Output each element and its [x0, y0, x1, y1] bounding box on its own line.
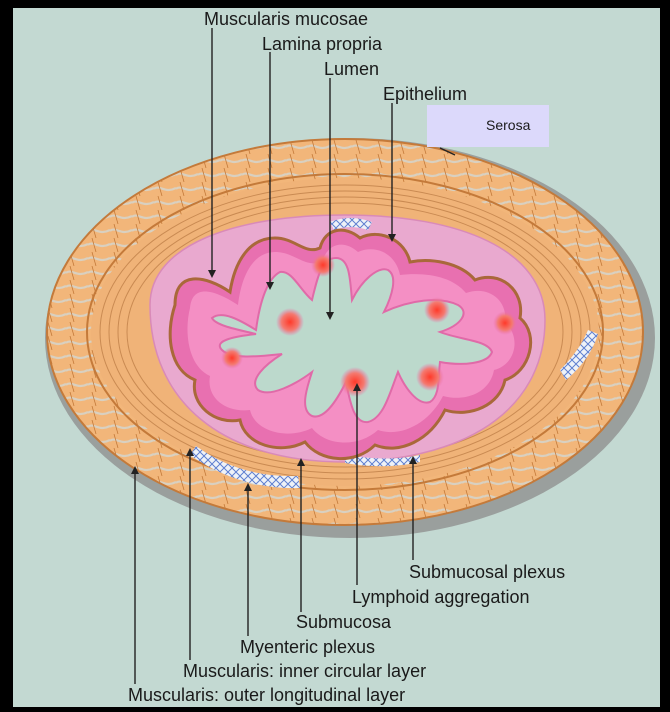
label-muscularis-mucosae: Muscularis mucosae — [204, 9, 368, 29]
label-outer-longitudinal-layer: Muscularis: outer longitudinal layer — [128, 685, 405, 705]
label-serosa: Serosa — [486, 117, 531, 133]
label-myenteric-plexus: Myenteric plexus — [240, 637, 375, 657]
label-submucosal-plexus: Submucosal plexus — [409, 562, 565, 582]
label-lymphoid-aggregation: Lymphoid aggregation — [352, 587, 529, 607]
label-lamina-propria: Lamina propria — [262, 34, 383, 54]
label-submucosa: Submucosa — [296, 612, 392, 632]
label-inner-circular-layer: Muscularis: inner circular layer — [183, 661, 426, 681]
label-lumen: Lumen — [324, 59, 379, 79]
label-epithelium: Epithelium — [383, 84, 467, 104]
